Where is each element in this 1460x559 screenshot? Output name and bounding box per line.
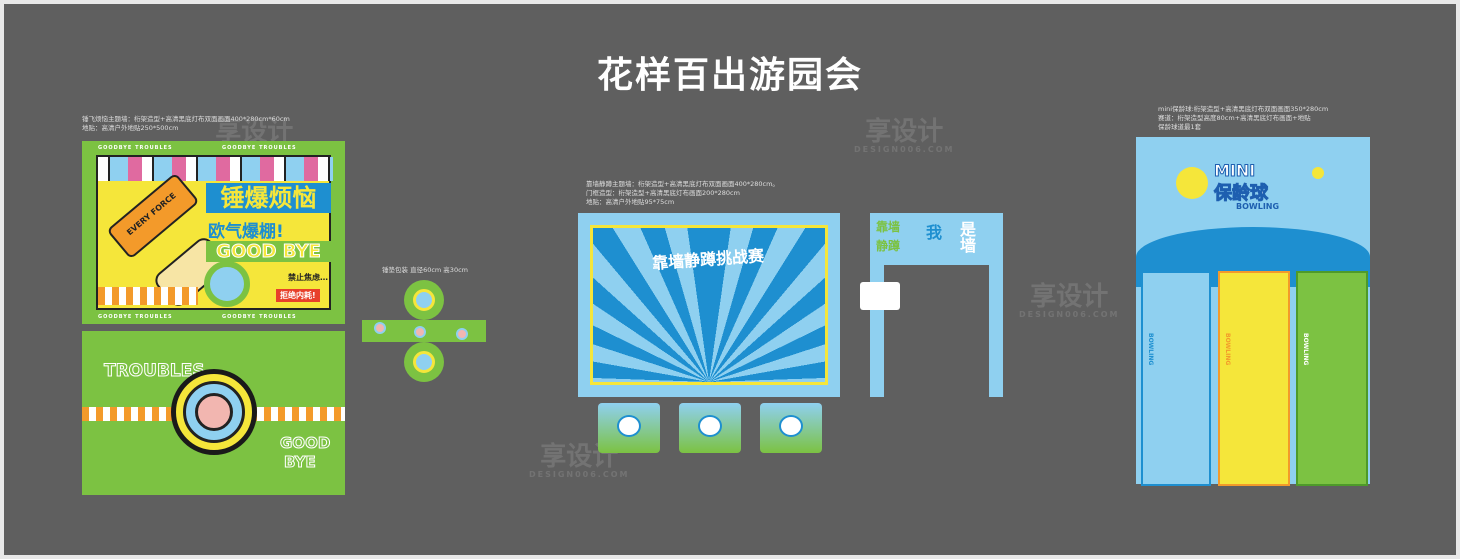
bowling-en: BOWLING bbox=[1236, 202, 1280, 211]
lane-label: BOWLING bbox=[1302, 333, 1309, 366]
target-center bbox=[195, 393, 233, 431]
door-text-2: 静蹲 bbox=[876, 239, 901, 253]
hammer-border-text-top-2: GOODBYE TROUBLES bbox=[222, 145, 297, 151]
hammer-wall-note: 锤飞烦恼主题墙：桁架造型+高清黑底灯布双面画面400*280cm*60cm 地贴… bbox=[82, 115, 290, 132]
bowling-lane-blue: BOWLING bbox=[1141, 271, 1211, 486]
squat-floor-sticker bbox=[679, 403, 741, 453]
smiley-icon bbox=[1312, 167, 1324, 179]
hammer-illustration: EVERY FORCE bbox=[106, 172, 200, 260]
bowling-note: mini保龄球:桁架造型+高清黑底灯布双面画面350*280cm 赛道：桁架造型… bbox=[1158, 105, 1329, 131]
door-text-wall: 是墙 bbox=[957, 221, 976, 253]
paw-icon bbox=[779, 415, 803, 437]
watermark-en: DESIGN006.COM bbox=[529, 470, 630, 479]
hammer-border-text-bottom: GOODBYE TROUBLES bbox=[98, 314, 173, 320]
squat-floor-sticker bbox=[760, 403, 822, 453]
floor-bye: BYE bbox=[284, 453, 317, 472]
watermark-cn: 享设计 bbox=[215, 117, 294, 147]
door-text-1: 靠墙 bbox=[876, 220, 901, 234]
paw-icon bbox=[617, 415, 641, 437]
balloon bbox=[1176, 167, 1208, 199]
hammer-floor-sticker: TROUBLES GOOD BYE bbox=[82, 331, 345, 495]
target-ring bbox=[171, 369, 257, 455]
door-text-me: 我 bbox=[926, 223, 943, 242]
cushion-dot bbox=[414, 326, 426, 338]
cushion-center bbox=[413, 351, 435, 373]
hammer-subline: 欧气爆棚! bbox=[208, 222, 284, 242]
lane-label: BOWLING bbox=[1147, 333, 1154, 366]
hammer-badge-2: 拒绝内耗! bbox=[276, 289, 320, 302]
squat-door-frame: 靠墙 静蹲 我 是墙 bbox=[870, 213, 1003, 397]
sunburst-background: 靠墙静蹲挑战赛 bbox=[590, 225, 828, 385]
floor-troubles: TROUBLES bbox=[104, 361, 206, 382]
page-title: 花样百出游园会 bbox=[596, 55, 863, 96]
hammer-border-text-bottom-2: GOODBYE TROUBLES bbox=[222, 314, 297, 320]
squat-headline: 靠墙静蹲挑战赛 bbox=[651, 246, 765, 273]
cushion-center bbox=[413, 289, 435, 311]
squat-wall-panel: 靠墙静蹲挑战赛 bbox=[578, 213, 840, 397]
squat-floor-sticker bbox=[598, 403, 660, 453]
squat-wall-note: 靠墙静蹲主题墙：桁架造型+高清黑底灯布双面画面400*280cm。 门框造型：桁… bbox=[586, 180, 779, 206]
cushion-dot bbox=[456, 328, 468, 340]
target-circle bbox=[204, 261, 250, 307]
target-ring-inner bbox=[183, 381, 245, 443]
door-header bbox=[870, 213, 1003, 265]
cushion-dot bbox=[374, 322, 386, 334]
hammer-headline: 锤爆烦恼 bbox=[206, 183, 331, 213]
cushion-top-view bbox=[404, 280, 444, 320]
bowling-lane-yellow: BOWLING bbox=[1218, 271, 1290, 486]
bowling-name: 保龄球 bbox=[1214, 183, 1269, 205]
hammer-wall-panel: GOODBYE TROUBLES GOODBYE TROUBLES GOODBY… bbox=[82, 141, 345, 324]
watermark-cn: 享设计 bbox=[865, 117, 944, 147]
pattern-strip bbox=[98, 157, 333, 181]
door-post-right bbox=[989, 265, 1003, 397]
watermark-en: DESIGN006.COM bbox=[1019, 310, 1120, 319]
paw-icon bbox=[698, 415, 722, 437]
cushion-bottom-view bbox=[404, 342, 444, 382]
hammer-goodbye: GOOD BYE bbox=[206, 241, 331, 263]
cushion-note: 锤垫包装 直径60cm 高30cm bbox=[382, 266, 468, 274]
lane-label: BOWLING bbox=[1224, 333, 1231, 366]
floor-good: GOOD bbox=[279, 434, 331, 452]
bowling-lane-green: BOWLING bbox=[1296, 271, 1368, 486]
hammer-border-text-top: GOODBYE TROUBLES bbox=[98, 145, 173, 151]
bowling-mini: MINI bbox=[1213, 161, 1256, 181]
hammer-badge-1: 禁止焦虑… bbox=[288, 272, 328, 283]
watermark-cn: 享设计 bbox=[1030, 282, 1109, 312]
hammer-wall-art: EVERY FORCE 锤爆烦恼 欧气爆棚! GOOD BYE 禁止焦虑… 拒绝… bbox=[96, 155, 333, 310]
info-sign bbox=[860, 282, 900, 310]
watermark-en: DESIGN006.COM bbox=[854, 145, 955, 154]
checker-pattern bbox=[98, 287, 198, 305]
